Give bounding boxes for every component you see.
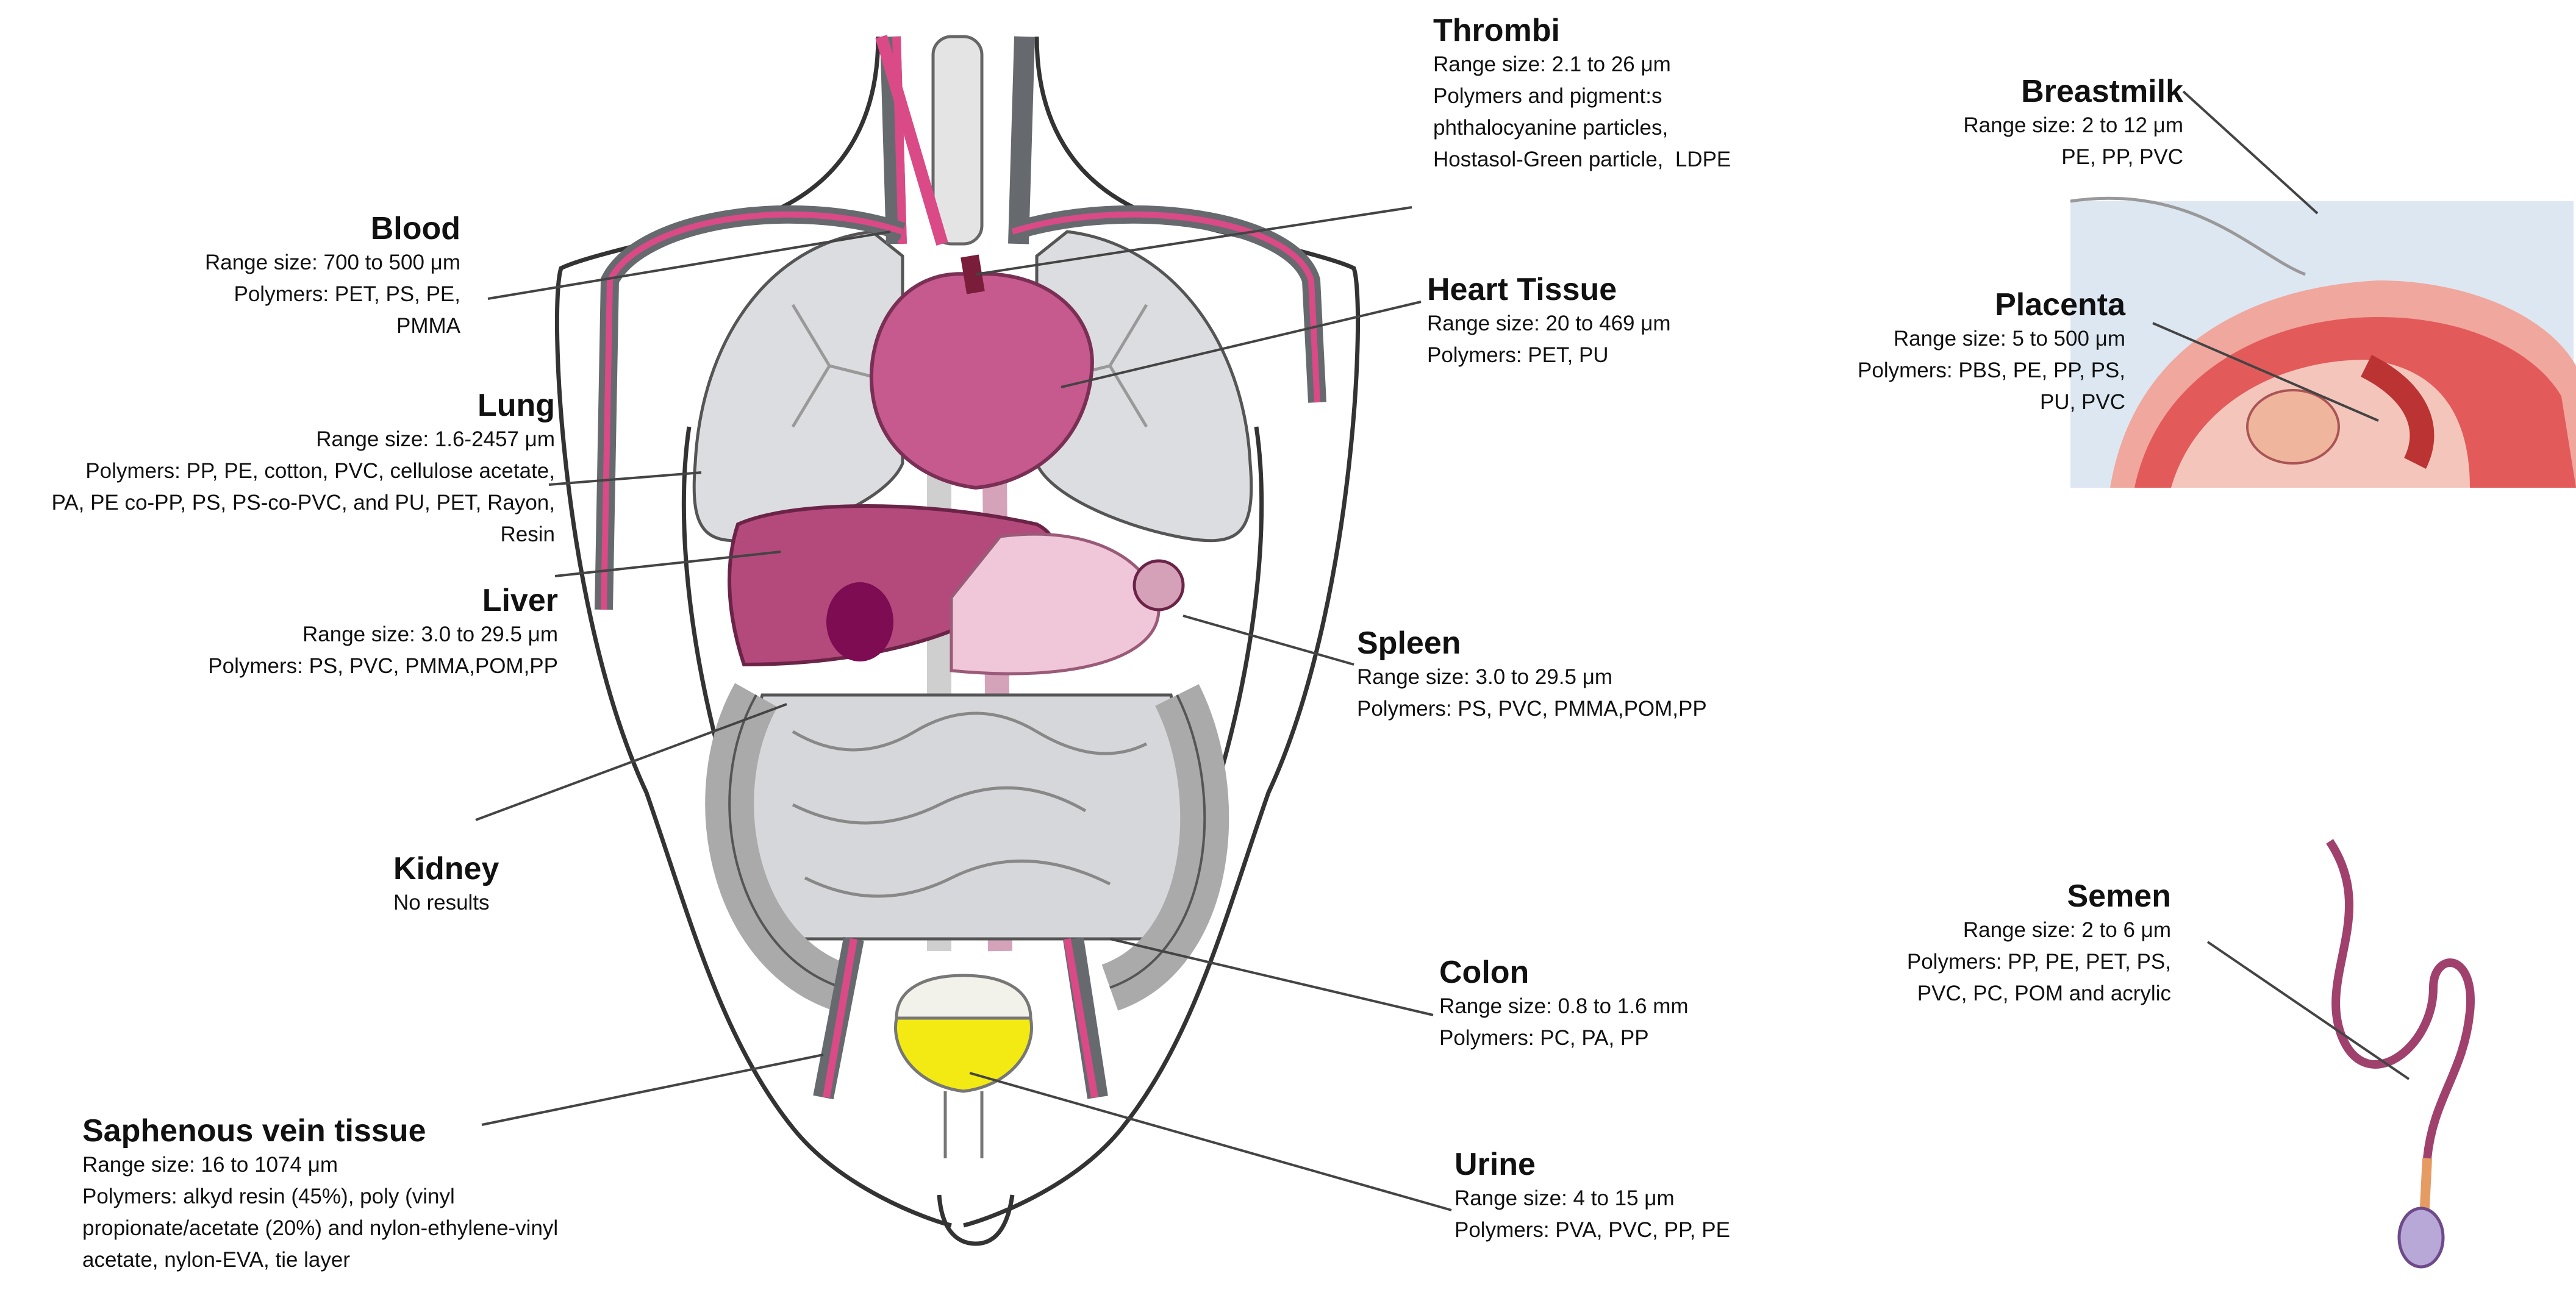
semen-polymers-cont: PVC, PC, POM and acrylic <box>1917 982 2171 1005</box>
kidney-title: Kidney <box>393 851 499 886</box>
label-kidney: Kidney No results <box>393 850 576 919</box>
semen-title: Semen <box>2067 879 2171 914</box>
blood-title: Blood <box>370 211 460 246</box>
thrombi-polymers-cont: phthalocyanine particles, <box>1433 116 1669 140</box>
colon-range: Range size: 0.8 to 1.6 mm <box>1439 994 1689 1018</box>
urine-polymers: Polymers: PVA, PVC, PP, PE <box>1454 1218 1730 1242</box>
label-heart-tissue: Heart Tissue Range size: 20 to 469 μm Po… <box>1427 271 1793 371</box>
bladder <box>894 974 1033 1158</box>
saphenous-range: Range size: 16 to 1074 μm <box>82 1153 338 1177</box>
leader-urine <box>969 1072 1452 1211</box>
liver-title: Liver <box>482 583 558 618</box>
placenta-range: Range size: 5 to 500 μm <box>1893 327 2125 351</box>
label-saphenous: Saphenous vein tissue Range size: 16 to … <box>82 1113 692 1276</box>
heart-range: Range size: 20 to 469 μm <box>1427 312 1671 335</box>
saphenous-polymers-cont: propionate/acetate (20%) and nylon-ethyl… <box>82 1216 559 1240</box>
urine-title: Urine <box>1454 1147 1536 1182</box>
leader-blood <box>487 230 891 300</box>
saphenous-title: Saphenous vein tissue <box>82 1113 426 1149</box>
colon-polymers: Polymers: PC, PA, PP <box>1439 1026 1649 1050</box>
placenta-title: Placenta <box>1995 287 2125 323</box>
liver-polymers: Polymers: PS, PVC, PMMA,POM,PP <box>208 654 558 678</box>
label-spleen: Spleen Range size: 3.0 to 29.5 μm Polyme… <box>1357 625 1796 725</box>
blood-polymers: Polymers: PET, PS, PE, <box>234 282 461 306</box>
placenta-polymers: Polymers: PBS, PE, PP, PS, <box>1858 358 2125 382</box>
breastmilk-polymers: PE, PP, PVC <box>2061 145 2183 169</box>
placenta-polymers-cont: PU, PVC <box>2039 390 2125 414</box>
semen-polymers: Polymers: PP, PE, PET, PS, <box>1906 950 2171 974</box>
stomach <box>950 532 1185 675</box>
leader-spleen <box>1182 615 1354 666</box>
intestines <box>705 683 1229 1011</box>
label-semen: Semen Range size: 2 to 6 μm Polymers: PP… <box>1830 878 2171 1010</box>
saphenous-polymers: Polymers: alkyd resin (45%), poly (vinyl <box>82 1185 455 1208</box>
lung-title: Lung <box>477 388 555 423</box>
liver-range: Range size: 3.0 to 29.5 μm <box>302 622 558 646</box>
leader-lines <box>475 90 2410 1211</box>
lungs <box>692 230 1253 543</box>
breastmilk-title: Breastmilk <box>2021 74 2183 109</box>
leader-kidney <box>475 703 787 821</box>
heart <box>869 254 1094 490</box>
label-thrombi: Thrombi Range size: 2.1 to 26 μm Polymer… <box>1433 12 1860 176</box>
lung-polymers: Polymers: PP, PE, cotton, PVC, cellulose… <box>85 459 555 483</box>
label-placenta: Placenta Range size: 5 to 500 μm Polymer… <box>1799 287 2125 418</box>
urine-range: Range size: 4 to 15 μm <box>1454 1186 1675 1210</box>
leader-saphenous <box>481 1053 824 1126</box>
leader-thrombi <box>975 206 1412 276</box>
thrombi-title: Thrombi <box>1433 13 1560 48</box>
heart-polymers: Polymers: PET, PU <box>1427 343 1609 367</box>
leader-liver <box>554 551 781 577</box>
leader-heart <box>1061 301 1422 388</box>
thrombi-polymers-cont2: Hostasol-Green particle, LDPE <box>1433 148 1731 171</box>
spleen-title: Spleen <box>1357 626 1461 661</box>
leader-lung <box>548 471 702 486</box>
label-breastmilk: Breastmilk Range size: 2 to 12 μm PE, PP… <box>1854 73 2183 173</box>
lung-polymers-cont2: Resin <box>500 522 555 546</box>
lung-range: Range size: 1.6-2457 μm <box>316 427 555 451</box>
thrombi-range: Range size: 2.1 to 26 μm <box>1433 52 1671 76</box>
blood-range: Range size: 700 to 500 μm <box>204 251 460 274</box>
blood-polymers-cont: PMMA <box>396 314 460 338</box>
spleen-polymers: Polymers: PS, PVC, PMMA,POM,PP <box>1357 697 1707 721</box>
colon-title: Colon <box>1439 955 1530 990</box>
label-blood: Blood Range size: 700 to 500 μm Polymers… <box>116 210 460 342</box>
lung-polymers-cont: PA, PE co-PP, PS, PS-co-PVC, and PU, PET… <box>51 491 555 515</box>
spleen-range: Range size: 3.0 to 29.5 μm <box>1357 665 1613 689</box>
label-lung: Lung Range size: 1.6-2457 μm Polymers: P… <box>6 387 555 551</box>
kidney-result: No results <box>393 891 490 914</box>
saphenous-polymers-cont2: acetate, nylon-EVA, tie layer <box>82 1248 351 1272</box>
sperm-illustration <box>2326 839 2475 1269</box>
breastmilk-range: Range size: 2 to 12 μm <box>1963 113 2183 137</box>
leg-vessels <box>813 936 1108 1100</box>
thrombi-polymers: Polymers and pigment:s <box>1433 84 1662 108</box>
leader-placenta <box>2152 322 2379 422</box>
leader-colon <box>1109 938 1434 1016</box>
label-urine: Urine Range size: 4 to 15 μm Polymers: P… <box>1454 1146 1796 1246</box>
label-colon: Colon Range size: 0.8 to 1.6 mm Polymers… <box>1439 954 1781 1054</box>
pregnancy-illustration <box>2070 196 2576 488</box>
leader-semen <box>2206 941 2410 1080</box>
leader-breastmilk <box>2182 90 2319 215</box>
heart-title: Heart Tissue <box>1427 272 1617 307</box>
neck-vessels <box>875 35 1035 246</box>
label-liver: Liver Range size: 3.0 to 29.5 μm Polymer… <box>152 582 558 682</box>
semen-range: Range size: 2 to 6 μm <box>1962 918 2171 942</box>
